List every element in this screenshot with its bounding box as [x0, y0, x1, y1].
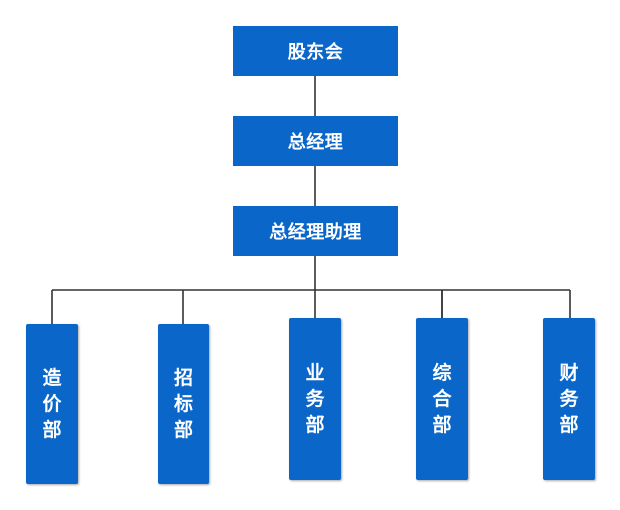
- department-general-label: 综合部: [432, 362, 452, 436]
- department-bidding-label: 招标部: [173, 367, 193, 441]
- department-cost-label: 造价部: [42, 367, 62, 441]
- shareholders-box[interactable]: 股东会: [233, 26, 398, 76]
- gm-assistant-box[interactable]: 总经理助理: [233, 206, 398, 256]
- department-business-box[interactable]: 业务部: [289, 318, 341, 480]
- shareholders-label: 股东会: [287, 42, 344, 63]
- general-manager-box[interactable]: 总经理: [233, 116, 398, 166]
- department-finance-box[interactable]: 财务部: [543, 318, 595, 480]
- department-business-label: 业务部: [305, 362, 325, 436]
- department-bidding-box[interactable]: 招标部: [158, 324, 209, 484]
- gm-assistant-label: 总经理助理: [269, 222, 362, 243]
- department-cost-box[interactable]: 造价部: [26, 324, 78, 484]
- general-manager-label: 总经理: [287, 132, 344, 153]
- department-finance-label: 财务部: [559, 362, 579, 436]
- department-general-box[interactable]: 综合部: [416, 318, 468, 480]
